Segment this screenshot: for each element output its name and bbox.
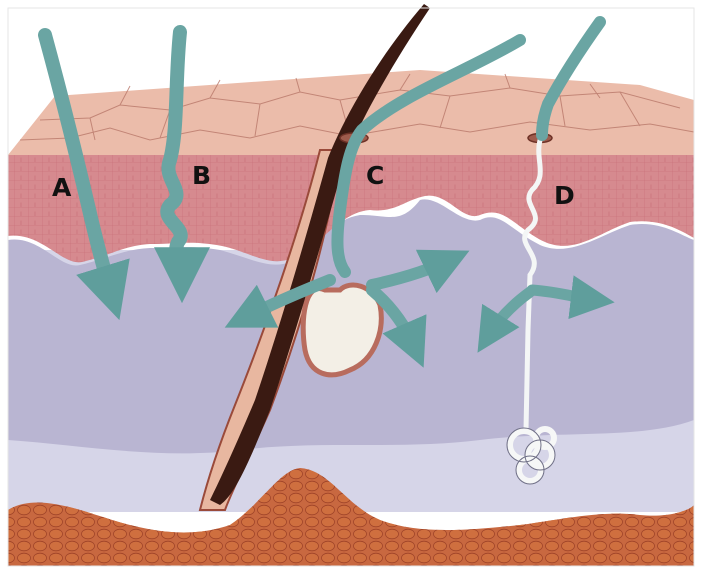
label-d: D <box>554 181 575 210</box>
label-c: C <box>366 161 384 190</box>
label-a: A <box>52 173 72 202</box>
label-b: B <box>192 161 211 190</box>
